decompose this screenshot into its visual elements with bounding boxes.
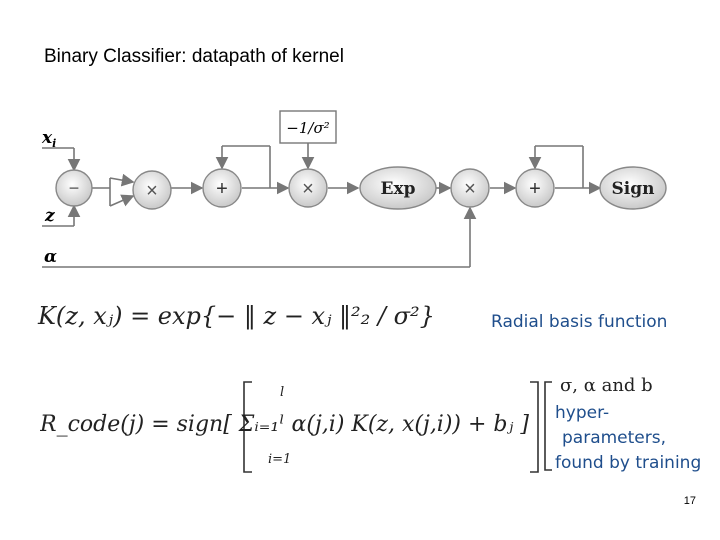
input-x-label: xi (41, 128, 56, 150)
sigma-box (279, 110, 337, 144)
slide-title: Binary Classifier: datapath of kernel (44, 46, 344, 67)
svg-text:+: + (529, 178, 541, 200)
svg-text:−: − (69, 178, 80, 198)
svg-text:Exp: Exp (381, 179, 416, 199)
exp-node: Exp (359, 166, 437, 210)
rcode-brackets (243, 381, 552, 473)
params-note-line2: parameters, (562, 428, 667, 448)
svg-text:×: × (146, 180, 158, 202)
params-formula: σ, α and b (560, 375, 653, 396)
times-node-3: × (450, 168, 490, 208)
page-number: 17 (683, 495, 696, 507)
svg-text:×: × (302, 178, 314, 200)
times-node-1: × (132, 170, 172, 210)
sigma-box-label: −1/σ² (286, 119, 329, 137)
input-wires (42, 143, 602, 268)
kernel-note: Radial basis function (491, 312, 668, 332)
sum-lower-limit: i=1 (268, 452, 292, 467)
minus-node: − (55, 169, 93, 207)
kernel-formula: K(z, xⱼ) = exp{− ‖ z − xⱼ ‖²₂ / σ²} (38, 302, 435, 330)
sum-upper-limit: l (280, 385, 285, 400)
svg-text:×: × (464, 178, 476, 200)
svg-text:+: + (216, 178, 228, 200)
plus-node-1: + (202, 168, 242, 208)
svg-text:Sign: Sign (612, 179, 655, 199)
params-note-line1: hyper- (555, 403, 610, 423)
rcode-formula: R_code(j) = sign[ Σᵢ₌₁ˡ α(j,i) K(z, x(j,… (40, 412, 529, 437)
input-z-label: z (44, 206, 55, 226)
plus-node-2: + (515, 168, 555, 208)
input-alpha-label: α (44, 247, 57, 267)
sign-node: Sign (599, 166, 667, 210)
params-note-line3: found by training (555, 453, 702, 473)
times-node-2: × (288, 168, 328, 208)
